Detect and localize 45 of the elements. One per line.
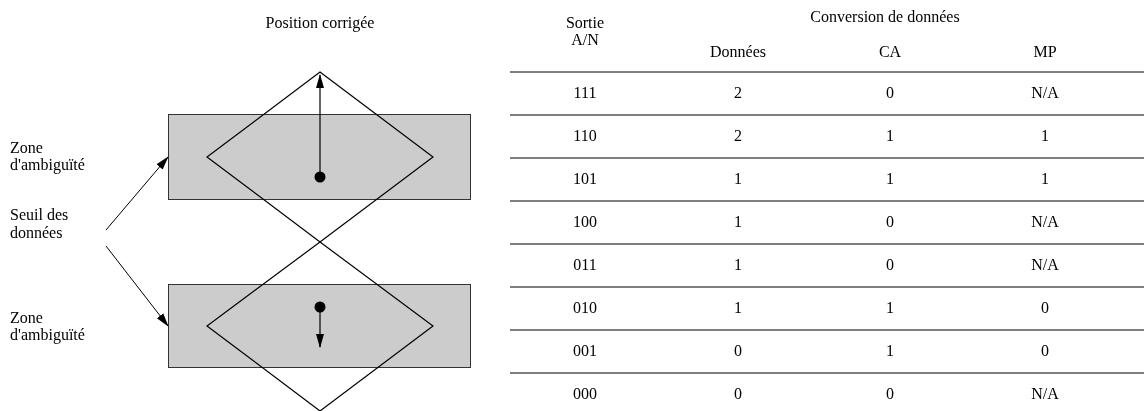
- table-cell-text: N/A: [1030, 84, 1060, 101]
- table-cell-text: 1: [885, 127, 895, 144]
- table-cell-text: 0: [885, 84, 895, 101]
- table-cell-text: 1: [885, 342, 895, 359]
- table-cell-text: 1: [733, 256, 743, 273]
- table-cell-text: N/A: [1030, 213, 1060, 230]
- table-cell-text: 1: [885, 170, 895, 187]
- table-cell-text: N/A: [1030, 256, 1060, 273]
- table-cell-text: 001: [572, 342, 598, 359]
- position-label: Position corrigée: [265, 14, 375, 31]
- table-cell-text: 1: [733, 170, 743, 187]
- table-cell-text: 0: [1040, 299, 1050, 316]
- table-cell-text: 1: [1040, 127, 1050, 144]
- table-cell-text: 0: [885, 213, 895, 230]
- table-cell-text: 0: [1040, 342, 1050, 359]
- ambiguity-zone: [168, 284, 471, 368]
- column-header: Sortie A/N: [564, 14, 606, 48]
- table-cell-text: 011: [572, 256, 598, 273]
- column-header: MP: [1032, 43, 1058, 60]
- table-cell-text: 0: [885, 256, 895, 273]
- table-cell-text: 101: [572, 170, 598, 187]
- column-header: Données: [709, 43, 767, 60]
- table-cell-text: N/A: [1030, 385, 1060, 402]
- column-header: Conversion de données: [809, 8, 961, 25]
- table-cell-text: 010: [572, 299, 598, 316]
- table-cell-text: 1: [885, 299, 895, 316]
- table-cell-text: 0: [885, 385, 895, 402]
- column-header: CA: [877, 43, 903, 60]
- table-cell-text: 111: [572, 84, 598, 101]
- threshold-label: Seuil des données: [10, 206, 106, 242]
- table-cell-text: 1: [733, 213, 743, 230]
- zone-label: Zone d'ambiguïté: [10, 309, 86, 343]
- zone-label: Zone d'ambiguïté: [10, 139, 86, 173]
- table-cell-text: 0: [733, 342, 743, 359]
- table-cell-text: 2: [733, 84, 743, 101]
- table-cell-text: 2: [733, 127, 743, 144]
- table-cell-text: 1: [733, 299, 743, 316]
- table-cell-text: 1: [1040, 170, 1050, 187]
- arrow: [105, 156, 169, 231]
- table-cell-text: 110: [572, 127, 598, 144]
- table-cell-text: 000: [572, 385, 598, 402]
- table-cell-text: 100: [572, 213, 598, 230]
- table-cell-text: 0: [733, 385, 743, 402]
- ambiguity-zone: [168, 114, 471, 200]
- arrow: [105, 245, 169, 327]
